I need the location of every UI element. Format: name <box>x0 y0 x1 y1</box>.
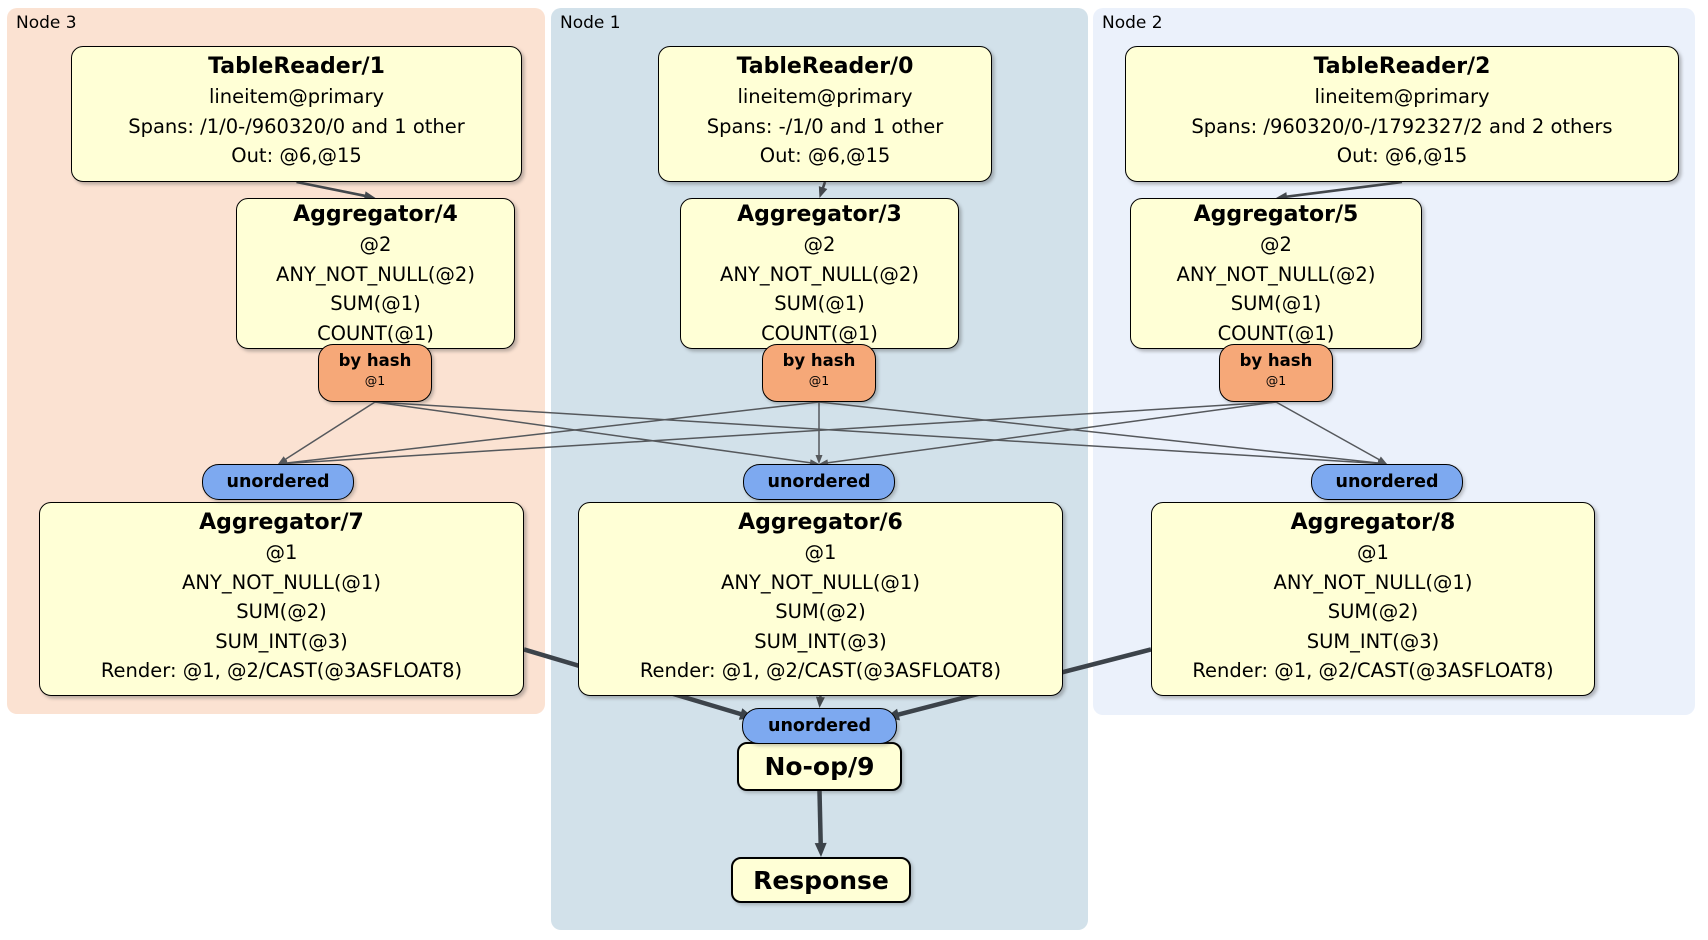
processor-line: SUM(@1) <box>330 292 421 315</box>
sync-unordered-6: unordered <box>743 464 895 500</box>
processor-line: SUM_INT(@3) <box>1306 629 1440 653</box>
region-node3-label: Node 3 <box>16 13 77 33</box>
processor-line: Out: @6,@15 <box>1336 144 1468 167</box>
processor-line: Out: @6,@15 <box>759 144 891 167</box>
processor-line: ANY_NOT_NULL(@1) <box>1273 570 1473 594</box>
processor-title: Aggregator/6 <box>738 510 903 535</box>
processor-line: Spans: /1/0-/960320/0 and 1 other <box>128 114 465 138</box>
processor-line: Render: @1, @2/CAST(@3ASFLOAT8) <box>100 659 463 682</box>
processor-noop-9: No-op/9 <box>737 742 902 791</box>
processor-line: ANY_NOT_NULL(@1) <box>721 570 920 594</box>
router-by-hash-3: by hash @1 <box>762 344 876 402</box>
router-label: by hash <box>782 351 856 370</box>
processor-line: @1 <box>1357 541 1389 564</box>
router-label: by hash <box>1239 351 1313 370</box>
processor-line: @1 <box>804 541 837 564</box>
processor-title: TableReader/2 <box>1313 54 1491 79</box>
processor-tablereader-1: TableReader/1 lineitem@primary Spans: /1… <box>71 46 522 182</box>
router-by-hash-4: by hash @1 <box>318 344 432 402</box>
processor-title: Aggregator/4 <box>293 202 458 227</box>
processor-title: Response <box>753 865 889 895</box>
sync-unordered-8: unordered <box>1311 464 1463 500</box>
router-label: by hash <box>338 351 412 370</box>
processor-aggregator-5: Aggregator/5 @2 ANY_NOT_NULL(@2) SUM(@1)… <box>1130 198 1422 349</box>
processor-aggregator-3: Aggregator/3 @2 ANY_NOT_NULL(@2) SUM(@1)… <box>680 198 959 349</box>
processor-aggregator-4: Aggregator/4 @2 ANY_NOT_NULL(@2) SUM(@1)… <box>236 198 515 349</box>
processor-line: Spans: -/1/0 and 1 other <box>706 114 944 138</box>
processor-line: @2 <box>803 233 836 256</box>
processor-title: Aggregator/8 <box>1290 510 1456 535</box>
processor-line: COUNT(@1) <box>761 321 878 345</box>
processor-line: SUM_INT(@3) <box>754 629 887 653</box>
processor-title: Aggregator/3 <box>737 202 902 227</box>
region-node2-label: Node 2 <box>1102 13 1163 33</box>
processor-aggregator-7: Aggregator/7 @1 ANY_NOT_NULL(@1) SUM(@2)… <box>39 502 524 696</box>
processor-line: SUM(@2) <box>236 600 327 623</box>
processor-line: SUM(@2) <box>1327 600 1419 623</box>
processor-aggregator-6: Aggregator/6 @1 ANY_NOT_NULL(@1) SUM(@2)… <box>578 502 1063 696</box>
processor-line: @1 <box>265 541 298 564</box>
processor-line: Out: @6,@15 <box>231 144 362 167</box>
region-node1-label: Node 1 <box>560 13 621 33</box>
processor-line: ANY_NOT_NULL(@1) <box>182 570 381 594</box>
processor-title: Aggregator/5 <box>1193 202 1359 227</box>
processor-line: Render: @1, @2/CAST(@3ASFLOAT8) <box>1192 659 1554 682</box>
sync-label: unordered <box>768 716 871 736</box>
processor-tablereader-0: TableReader/0 lineitem@primary Spans: -/… <box>658 46 992 182</box>
processor-title: TableReader/1 <box>208 54 385 79</box>
processor-line: COUNT(@1) <box>317 321 434 345</box>
response-box: Response <box>731 857 911 903</box>
processor-title: Aggregator/7 <box>199 510 364 535</box>
processor-line: SUM(@2) <box>775 600 866 623</box>
router-key: @1 <box>1265 373 1287 388</box>
processor-line: SUM_INT(@3) <box>215 629 348 653</box>
processor-line: SUM(@1) <box>1230 292 1322 315</box>
processor-line: @2 <box>1260 233 1292 256</box>
sync-label: unordered <box>226 472 330 492</box>
processor-tablereader-2: TableReader/2 lineitem@primary Spans: /9… <box>1125 46 1679 182</box>
sync-label: unordered <box>1335 472 1439 492</box>
processor-title: TableReader/0 <box>736 54 914 79</box>
processor-aggregator-8: Aggregator/8 @1 ANY_NOT_NULL(@1) SUM(@2)… <box>1151 502 1595 696</box>
processor-line: lineitem@primary <box>1314 85 1490 108</box>
processor-line: Spans: /960320/0-/1792327/2 and 2 others <box>1191 114 1613 138</box>
processor-line: Render: @1, @2/CAST(@3ASFLOAT8) <box>639 659 1002 682</box>
processor-line: lineitem@primary <box>737 85 913 108</box>
processor-title: No-op/9 <box>764 752 875 781</box>
router-key: @1 <box>364 373 386 388</box>
processor-line: SUM(@1) <box>774 292 865 315</box>
processor-line: ANY_NOT_NULL(@2) <box>276 262 475 286</box>
processor-line: ANY_NOT_NULL(@2) <box>1176 262 1376 286</box>
router-key: @1 <box>808 373 830 388</box>
router-by-hash-5: by hash @1 <box>1219 344 1333 402</box>
sync-label: unordered <box>767 472 871 492</box>
processor-line: @2 <box>359 233 392 256</box>
processor-line: ANY_NOT_NULL(@2) <box>720 262 919 286</box>
processor-line: COUNT(@1) <box>1217 321 1335 345</box>
processor-line: lineitem@primary <box>208 85 385 108</box>
sync-unordered-final: unordered <box>742 708 897 744</box>
sync-unordered-7: unordered <box>202 464 354 500</box>
